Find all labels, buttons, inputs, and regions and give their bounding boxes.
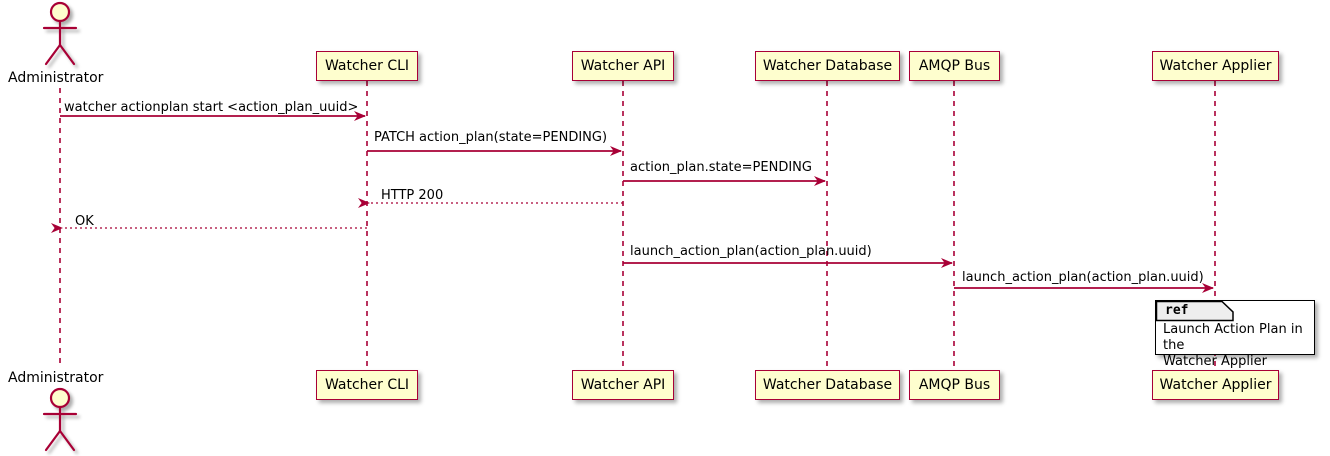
participant-label: Watcher CLI [324, 377, 410, 393]
participant-label: Watcher Database [762, 377, 893, 393]
participant-box-amqp-bus-bottom[interactable]: AMQP Bus [909, 370, 1000, 400]
participant-box-watcher-database-top[interactable]: Watcher Database [755, 51, 900, 81]
ref-fragment[interactable]: ref Launch Action Plan in the Watcher Ap… [1155, 300, 1315, 369]
ref-tab-shape [1155, 300, 1234, 321]
participant-box-watcher-applier-top[interactable]: Watcher Applier [1152, 51, 1279, 81]
ref-body-text: Launch Action Plan in the Watcher Applie… [1163, 322, 1303, 369]
participant-label: Watcher CLI [324, 58, 410, 74]
message-label-6: launch_action_plan(action_plan.uuid) [630, 244, 872, 259]
message-arrows-group [51, 111, 1214, 293]
participant-box-amqp-bus-top[interactable]: AMQP Bus [909, 51, 1000, 81]
participant-label: Watcher API [580, 58, 666, 74]
message-label-4: HTTP 200 [381, 188, 444, 203]
lifelines-group [59, 81, 1216, 372]
participant-box-watcher-cli-bottom[interactable]: Watcher CLI [316, 370, 418, 400]
message-label-7: launch_action_plan(action_plan.uuid) [962, 270, 1204, 285]
participant-box-watcher-database-bottom[interactable]: Watcher Database [755, 370, 900, 400]
participant-label: Watcher Database [762, 58, 893, 74]
message-label-5: OK [75, 214, 94, 229]
ref-tab-label: ref [1165, 303, 1189, 318]
participant-box-watcher-api-top[interactable]: Watcher API [572, 51, 674, 81]
participant-label: Watcher Applier [1159, 377, 1272, 393]
actor-figure-administrator-top[interactable] [42, 1, 78, 66]
participant-label: Watcher Applier [1159, 58, 1272, 74]
message-label-3: action_plan.state=PENDING [630, 160, 812, 175]
actor-label-administrator-bottom: Administrator [8, 370, 104, 386]
actor-figure-administrator-bottom[interactable] [42, 387, 78, 452]
message-label-2: PATCH action_plan(state=PENDING) [374, 130, 608, 145]
participant-label: Watcher API [580, 377, 666, 393]
participant-box-watcher-cli-top[interactable]: Watcher CLI [316, 51, 418, 81]
participant-box-watcher-applier-bottom[interactable]: Watcher Applier [1152, 370, 1279, 400]
participant-label: AMQP Bus [918, 377, 991, 393]
participant-label: AMQP Bus [918, 58, 991, 74]
participant-box-watcher-api-bottom[interactable]: Watcher API [572, 370, 674, 400]
actor-label-administrator-top: Administrator [8, 70, 104, 86]
message-label-1: watcher actionplan start <action_plan_uu… [64, 100, 359, 115]
